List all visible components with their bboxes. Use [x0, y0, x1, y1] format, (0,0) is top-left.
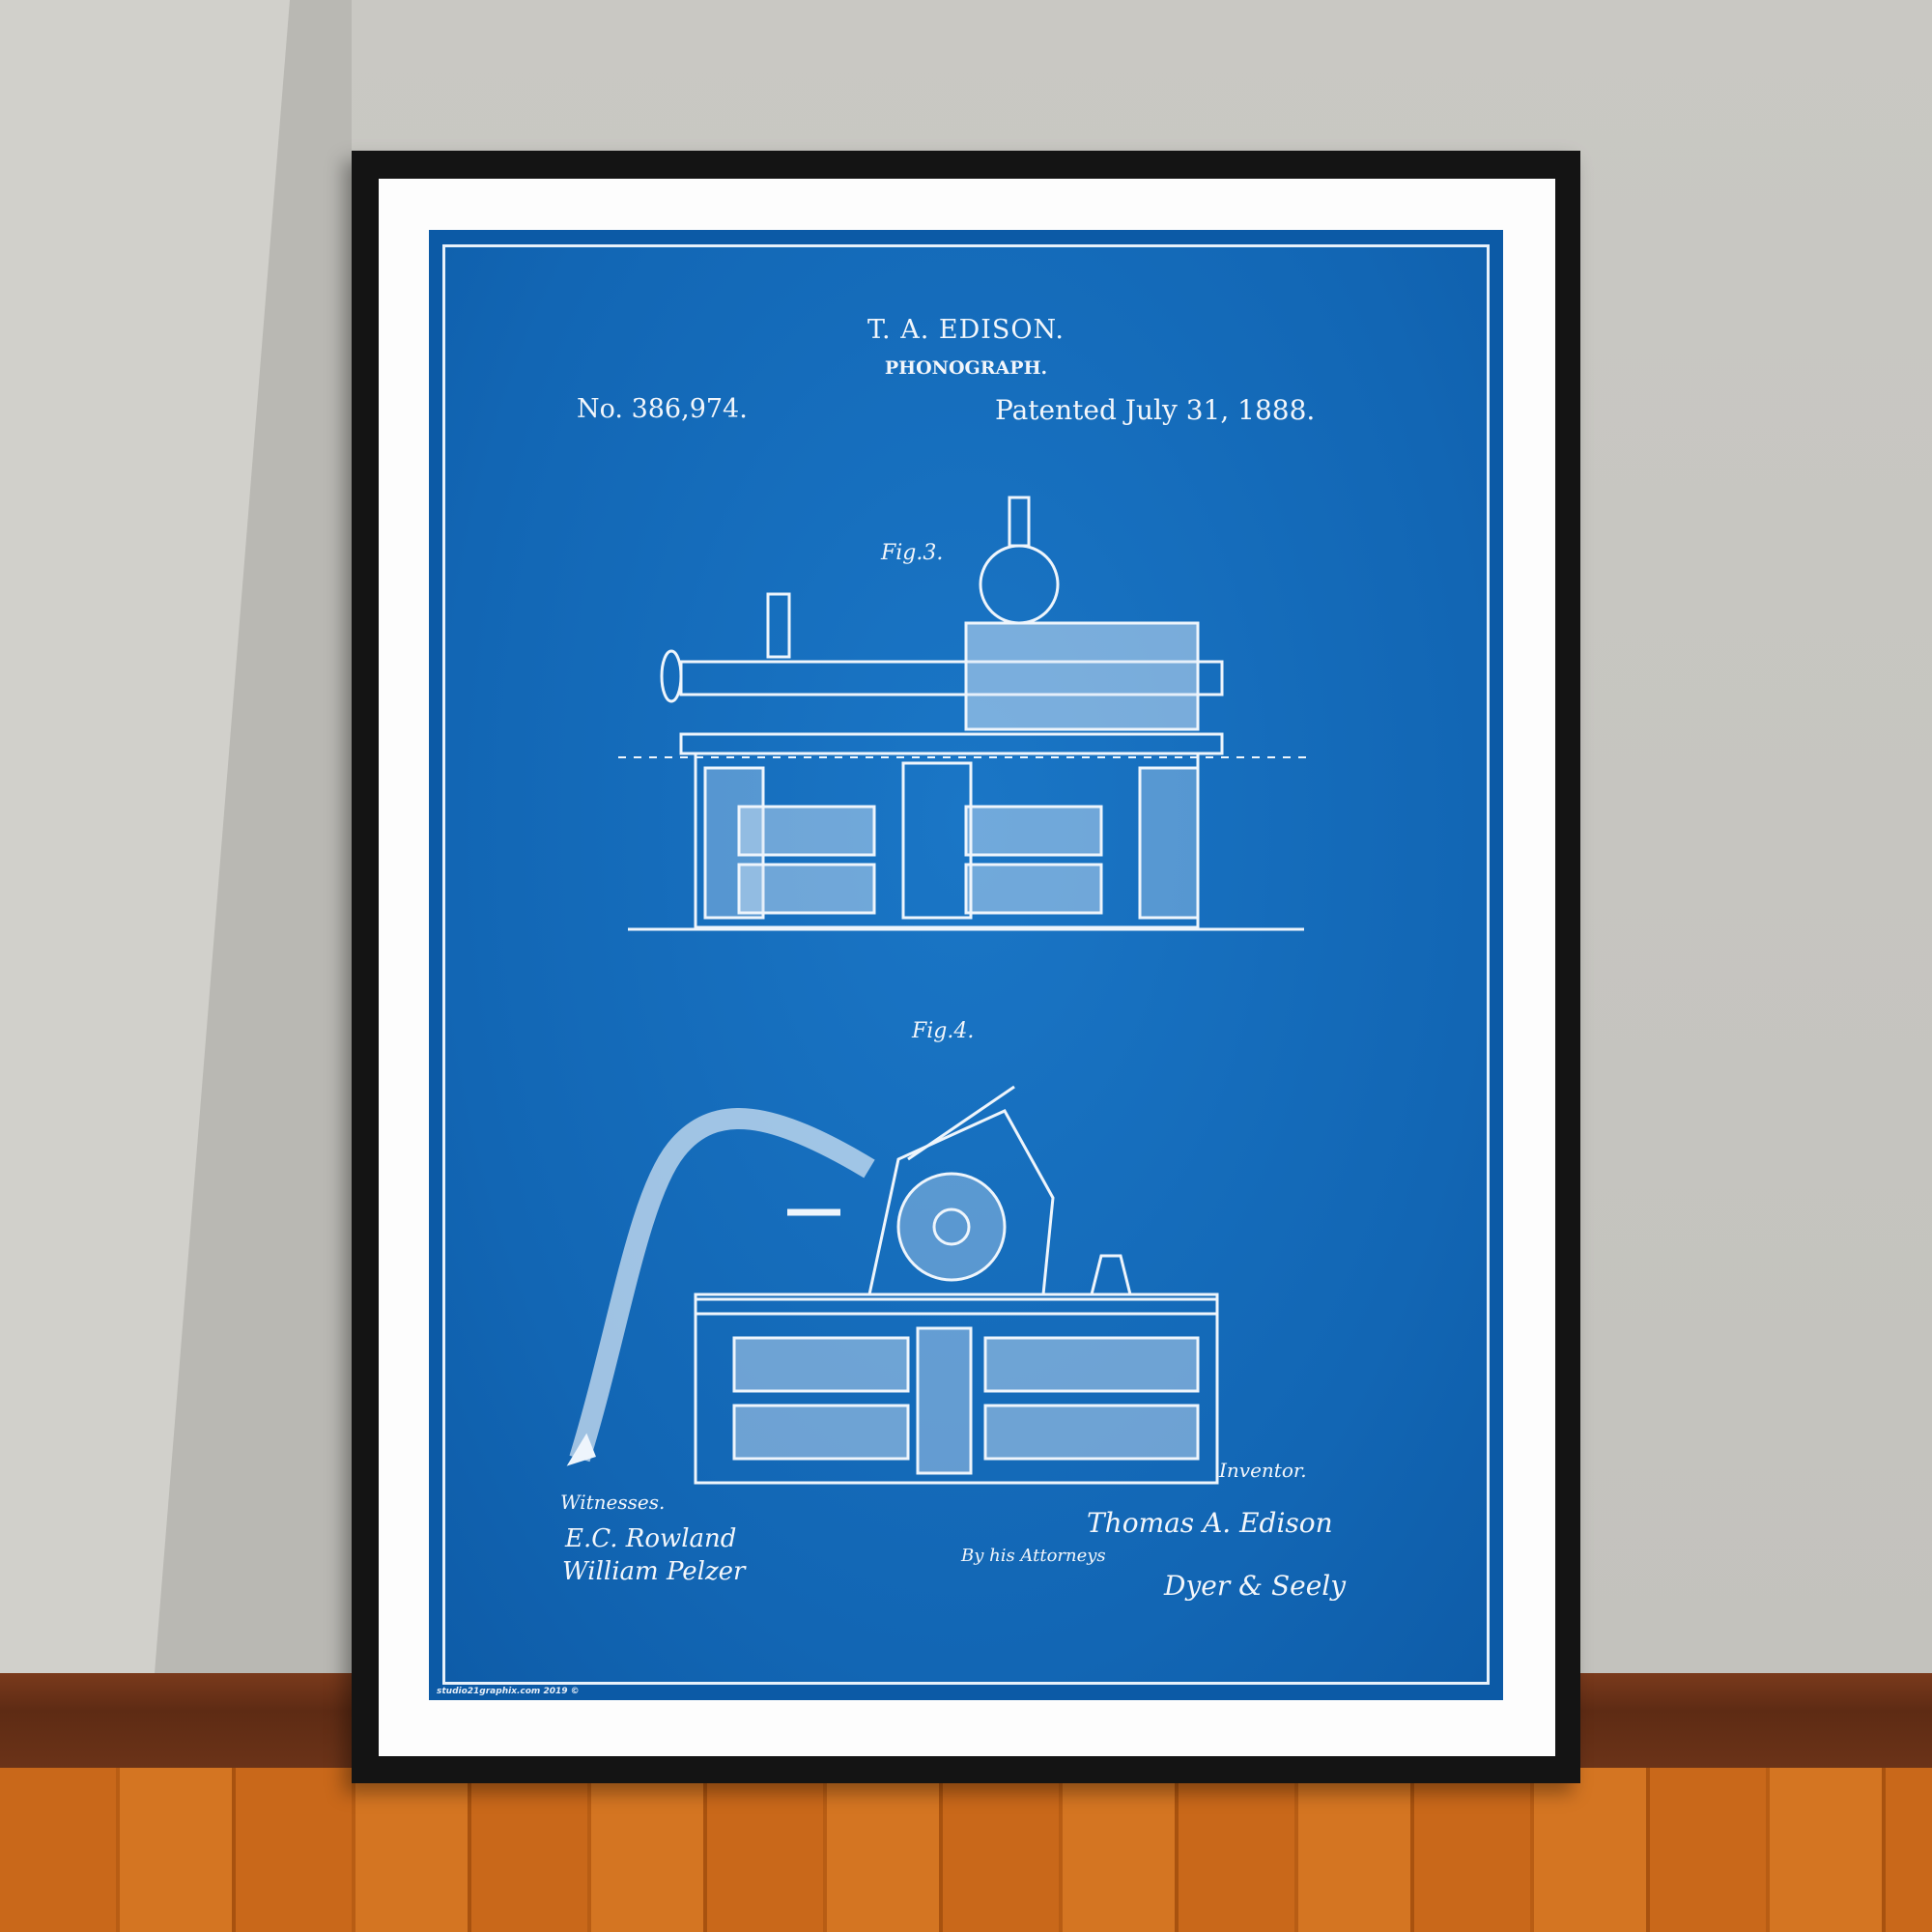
- inventor-heading: T. A. EDISON.: [867, 315, 1065, 345]
- witnesses-label: Witnesses.: [560, 1491, 666, 1514]
- credit-text: studio21graphix.com 2019 ©: [437, 1687, 580, 1696]
- wall-shadow: [0, 0, 352, 1673]
- witness-signature-1: E.C. Rowland: [565, 1524, 737, 1553]
- inventor-signature: Thomas A. Edison: [1087, 1507, 1333, 1539]
- patent-date: Patented July 31, 1888.: [995, 394, 1316, 426]
- fig4-label: Fig.4.: [912, 1019, 975, 1043]
- witness-signature-2: William Pelzer: [562, 1557, 746, 1586]
- wooden-floor: [0, 1768, 1932, 1932]
- blueprint-panel: [442, 244, 1490, 1685]
- patent-number: No. 386,974.: [577, 394, 748, 424]
- attorneys-label: By his Attorneys: [961, 1546, 1106, 1566]
- fig3-label: Fig.3.: [881, 541, 944, 565]
- fig3-drawing: [618, 496, 1314, 931]
- attorneys-signature: Dyer & Seely: [1164, 1570, 1347, 1602]
- inventor-label: Inventor.: [1219, 1459, 1307, 1482]
- fig4-drawing: [566, 1085, 1219, 1485]
- invention-title: PHONOGRAPH.: [884, 357, 1048, 379]
